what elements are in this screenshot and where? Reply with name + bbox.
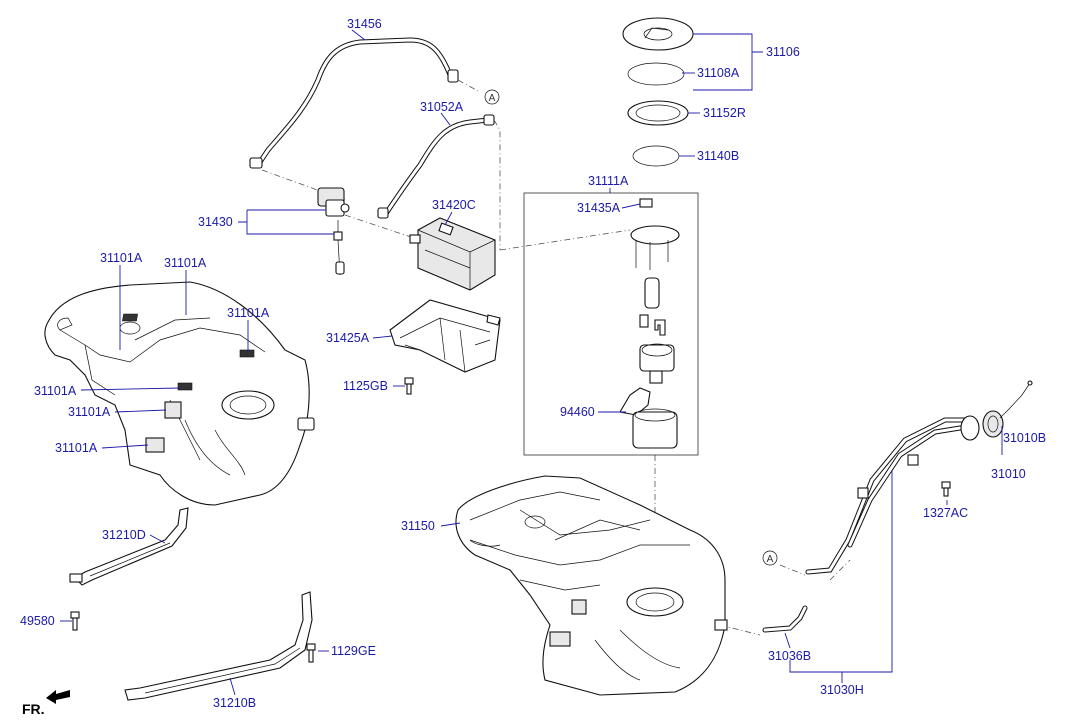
seal-ring-31140B (632, 145, 680, 167)
fuel-tank-left (44, 281, 315, 506)
label-31152R: 31152R (703, 106, 746, 120)
label-49580: 49580 (20, 614, 55, 628)
label-31150: 31150 (401, 519, 435, 533)
label-31030H: 31030H (820, 683, 864, 697)
gasket-31108A (627, 62, 685, 86)
canister-bracket-31425A (389, 299, 501, 373)
label-31101A-1: 31101A (100, 251, 143, 265)
front-direction-indicator: FR. (22, 690, 70, 717)
bolt-49580 (70, 611, 80, 631)
label-1125GB: 1125GB (343, 379, 388, 393)
cover-31106 (622, 17, 694, 51)
hose-31052A (377, 114, 495, 219)
label-94460: 94460 (560, 405, 595, 419)
label-31036B: 31036B (768, 649, 811, 663)
label-31210B: 31210B (213, 696, 256, 710)
label-31210D: 31210D (102, 528, 146, 542)
label-1327AC: 1327AC (923, 506, 968, 520)
callout-lines (60, 29, 1003, 696)
reference-marker-a-bottom: A (762, 550, 778, 566)
bolt-1129GE (306, 643, 316, 663)
label-31140B: 31140B (697, 149, 739, 163)
tank-strap-31210D (69, 507, 189, 586)
reference-letter-a-top: A (489, 93, 496, 104)
nut-1327AC (941, 481, 951, 497)
filler-neck-31030H (805, 415, 980, 575)
label-31101A-6: 31101A (55, 441, 98, 455)
pump-module-box (523, 192, 699, 456)
canister-31420C (409, 217, 496, 291)
front-arrow-icon (46, 690, 70, 704)
tank-strap-31210B (124, 591, 313, 701)
label-31101A-3: 31101A (227, 306, 270, 320)
label-31010: 31010 (991, 467, 1026, 481)
hose-31036B (762, 605, 808, 633)
label-31106: 31106 (766, 45, 800, 59)
label-1129GE: 1129GE (331, 644, 376, 658)
vapor-hose-31456 (249, 37, 459, 169)
label-31101A-4: 31101A (34, 384, 77, 398)
label-31101A-2: 31101A (164, 256, 207, 270)
fuel-cap-31010 (982, 380, 1033, 438)
reference-marker-a-top: A (484, 89, 500, 105)
label-31052A: 31052A (420, 100, 464, 114)
bolt-1125GB (404, 377, 414, 395)
label-31108A: 31108A (697, 66, 740, 80)
reference-letter-a-bottom: A (767, 554, 774, 565)
label-31435A: 31435A (577, 201, 621, 215)
label-31456: 31456 (347, 17, 382, 31)
label-31425A: 31425A (326, 331, 370, 345)
label-31430: 31430 (198, 215, 233, 229)
label-31010B: 31010B (1003, 431, 1046, 445)
label-31101A-5: 31101A (68, 405, 111, 419)
front-direction-label: FR. (22, 701, 45, 717)
part-labels: 31456 31106 31108A 31052A 31152R 31140B … (20, 17, 1046, 710)
label-31420C: 31420C (432, 198, 476, 212)
label-31111A: 31111A (588, 174, 629, 188)
fuel-tank-31150 (455, 475, 728, 696)
lock-ring-31152R (627, 100, 689, 126)
pump-module-31111A (619, 198, 680, 449)
purge-valve-31430 (317, 187, 350, 276)
